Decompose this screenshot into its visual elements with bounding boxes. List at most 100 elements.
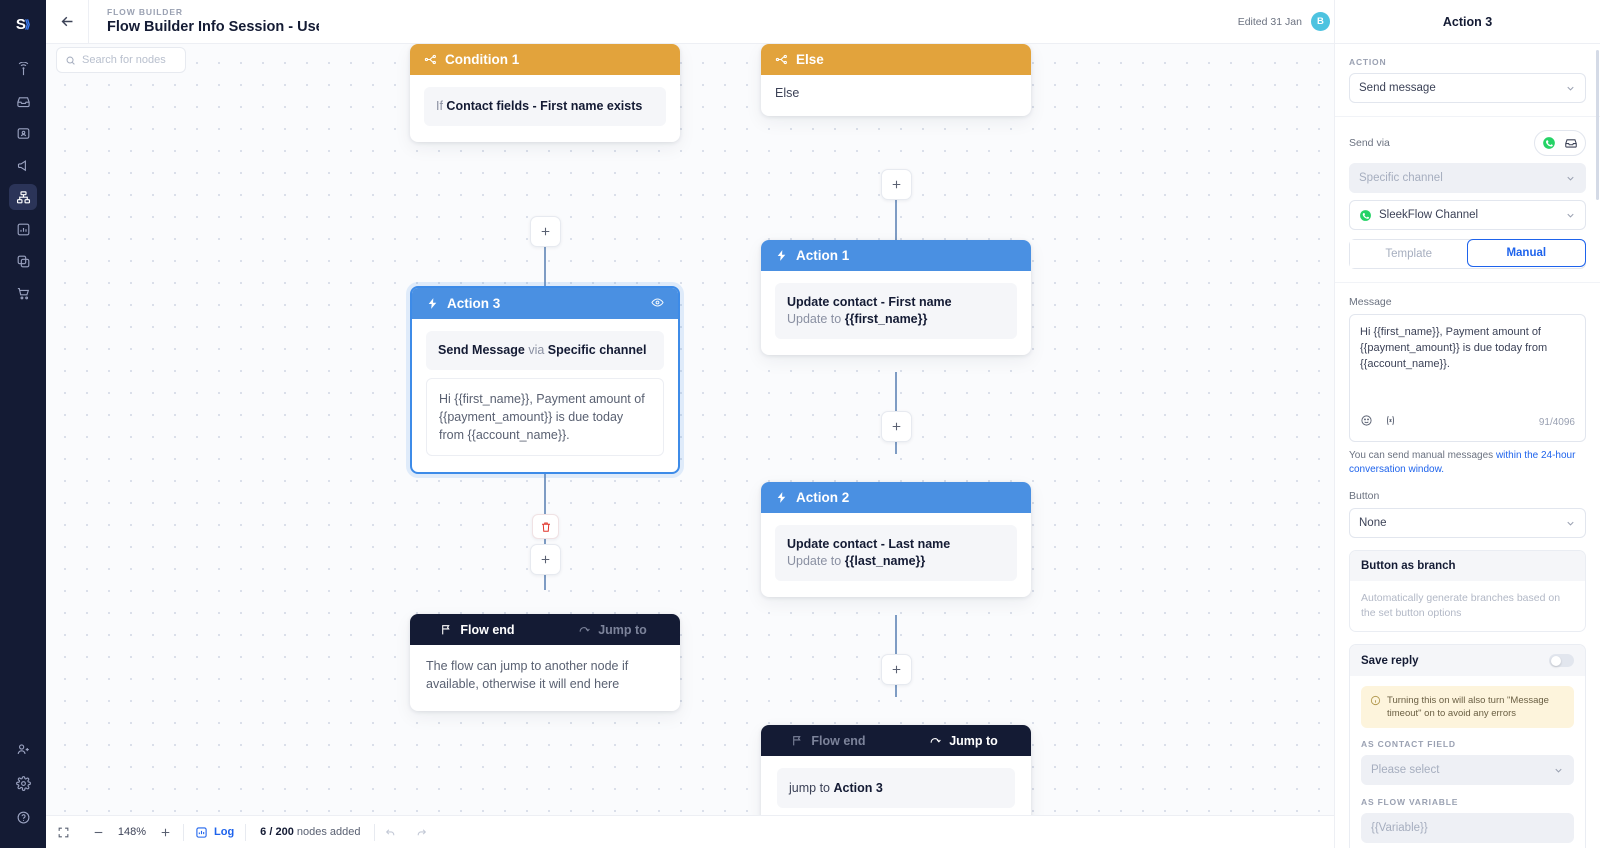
condition-header: Condition 1 <box>410 44 680 75</box>
channel-type-select[interactable]: Specific channel <box>1349 163 1586 193</box>
log-label: Log <box>214 826 235 838</box>
message-label: Message <box>1349 296 1392 308</box>
node-flow-end-left[interactable]: Flow end Jump to The flow can jump to an… <box>410 614 680 711</box>
channel-select[interactable]: SleekFlow Channel <box>1349 200 1586 230</box>
tab-flow-end-label: Flow end <box>460 622 515 637</box>
plus-icon <box>892 665 901 674</box>
action2-card[interactable]: Action 2 Update contact - Last name Upda… <box>761 482 1031 597</box>
chevron-down-icon <box>1565 83 1576 94</box>
as-contact-field-select[interactable]: Please select <box>1361 755 1574 785</box>
settings-button[interactable] <box>9 770 37 796</box>
back-button[interactable] <box>46 0 88 44</box>
message-input[interactable]: Hi {{first_name}}, Payment amount of {{p… <box>1349 314 1586 442</box>
action3-title: Action 3 <box>447 296 501 311</box>
sidebar-item-contacts[interactable] <box>9 120 37 146</box>
hint-text: You can send manual messages <box>1349 450 1496 461</box>
sidebar-item-inbox[interactable] <box>9 88 37 114</box>
save-reply-toggle[interactable] <box>1549 654 1574 667</box>
branch-icon <box>775 54 787 65</box>
node-condition-1[interactable]: Condition 1 If Contact fields - First na… <box>410 44 680 142</box>
edge-else-to-action1 <box>895 174 897 256</box>
app-logo: S⟫ <box>15 15 31 33</box>
action3-card[interactable]: Action 3 Send Message via Specific chann… <box>410 286 680 474</box>
node-action-3[interactable]: Action 3 Send Message via Specific chann… <box>410 286 680 474</box>
redo-button[interactable] <box>406 826 437 839</box>
sidebar-item-flow-builder[interactable] <box>9 184 37 210</box>
node-flow-end-right[interactable]: Flow end Jump to jump to Action 3 <box>761 725 1031 826</box>
bolt-icon <box>777 250 786 261</box>
canvas-toolbar: 148% Log 6 / 200 nodes added <box>46 815 1334 848</box>
action1-title: Action 1 <box>796 248 850 263</box>
action3-body: Send Message via Specific channel Hi {{f… <box>412 319 678 472</box>
condition-body: If Contact fields - First name exists <box>410 75 680 142</box>
contact-card-icon <box>17 127 29 139</box>
tab-manual[interactable]: Manual <box>1466 239 1586 267</box>
inbox-icon[interactable] <box>1561 133 1581 153</box>
sidebar-item-broadcast[interactable] <box>9 56 37 82</box>
add-user-icon <box>17 743 29 754</box>
flow-end-right-card[interactable]: Flow end Jump to jump to Action 3 <box>761 725 1031 826</box>
action-select[interactable]: Send message <box>1349 73 1586 103</box>
node-search[interactable] <box>56 47 186 73</box>
help-button[interactable] <box>9 804 37 830</box>
save-reply-body: Turning this on will also turn "Message … <box>1350 676 1585 848</box>
node-action-2[interactable]: Action 2 Update contact - Last name Upda… <box>761 482 1031 597</box>
sidebar-item-campaign[interactable] <box>9 152 37 178</box>
header-divider <box>88 0 89 44</box>
flow-end-left-card[interactable]: Flow end Jump to The flow can jump to an… <box>410 614 680 711</box>
else-card[interactable]: Else Else <box>761 44 1031 116</box>
char-counter: 91/4096 <box>1538 417 1575 428</box>
sidebar-item-channels[interactable] <box>9 248 37 274</box>
condition-card[interactable]: Condition 1 If Contact fields - First na… <box>410 44 680 142</box>
tab-jump-to[interactable]: Jump to <box>545 614 680 645</box>
add-node-button-else[interactable] <box>881 169 912 200</box>
add-node-button-action1[interactable] <box>881 411 912 442</box>
undo-icon <box>386 828 395 835</box>
delete-node-button[interactable] <box>532 514 559 539</box>
panel-scrollbar[interactable] <box>1596 50 1599 200</box>
breadcrumb: FLOW BUILDER <box>107 7 183 17</box>
whatsapp-icon[interactable] <box>1539 133 1559 153</box>
add-node-button-cond[interactable] <box>530 216 561 247</box>
save-reply-title: Save reply <box>1361 654 1419 667</box>
invite-user-button[interactable] <box>9 736 37 762</box>
edge-cond-to-action3 <box>544 222 546 302</box>
eye-icon[interactable] <box>651 296 664 312</box>
emoji-icon[interactable] <box>1360 414 1373 432</box>
as-flow-variable-input[interactable]: {{Variable}} <box>1361 813 1574 843</box>
node-else[interactable]: Else Else <box>761 44 1031 116</box>
tab-flow-end[interactable]: Flow end <box>410 614 545 645</box>
panel-scroll-area[interactable]: ACTION Send message Send via <box>1335 44 1600 848</box>
action1-card[interactable]: Action 1 Update contact - First name Upd… <box>761 240 1031 355</box>
flow-canvas[interactable]: Condition 1 If Contact fields - First na… <box>46 44 1334 848</box>
zoom-out-button[interactable] <box>81 816 116 848</box>
fit-screen-button[interactable] <box>46 816 81 848</box>
as-flow-variable-value: {{Variable}} <box>1371 822 1428 834</box>
add-node-button-action2[interactable] <box>881 654 912 685</box>
variable-icon[interactable] <box>1384 414 1397 432</box>
channel-type-toggle[interactable] <box>1534 130 1586 156</box>
search-input[interactable] <box>82 54 177 66</box>
condition-expression: If Contact fields - First name exists <box>424 87 666 126</box>
hint-link[interactable]: within the 24-hour conversation window. <box>1349 450 1576 475</box>
log-button[interactable]: Log <box>184 816 245 848</box>
button-select[interactable]: None <box>1349 508 1586 538</box>
else-body: Else <box>775 86 800 100</box>
channel-type-value: Specific channel <box>1359 172 1443 184</box>
action1-header: Action 1 <box>761 240 1031 271</box>
add-node-button-action3[interactable] <box>530 544 561 575</box>
tab-jump-to-right[interactable]: Jump to <box>896 725 1031 756</box>
branch-icon <box>424 54 436 65</box>
undo-button[interactable] <box>375 826 406 839</box>
search-icon <box>66 56 75 65</box>
action2-line2-value: {{last_name}} <box>844 554 926 568</box>
tab-template[interactable]: Template <box>1350 240 1468 268</box>
flow-end-left-tabs: Flow end Jump to <box>410 614 680 645</box>
sidebar-item-analytics[interactable] <box>9 216 37 242</box>
sidebar-item-commerce[interactable] <box>9 280 37 306</box>
zoom-in-button[interactable] <box>148 816 183 848</box>
node-action-1[interactable]: Action 1 Update contact - First name Upd… <box>761 240 1031 355</box>
panel-action-section: ACTION Send message <box>1335 44 1600 117</box>
avatar[interactable]: B <box>1310 12 1330 31</box>
tab-flow-end-right[interactable]: Flow end <box>761 725 896 756</box>
